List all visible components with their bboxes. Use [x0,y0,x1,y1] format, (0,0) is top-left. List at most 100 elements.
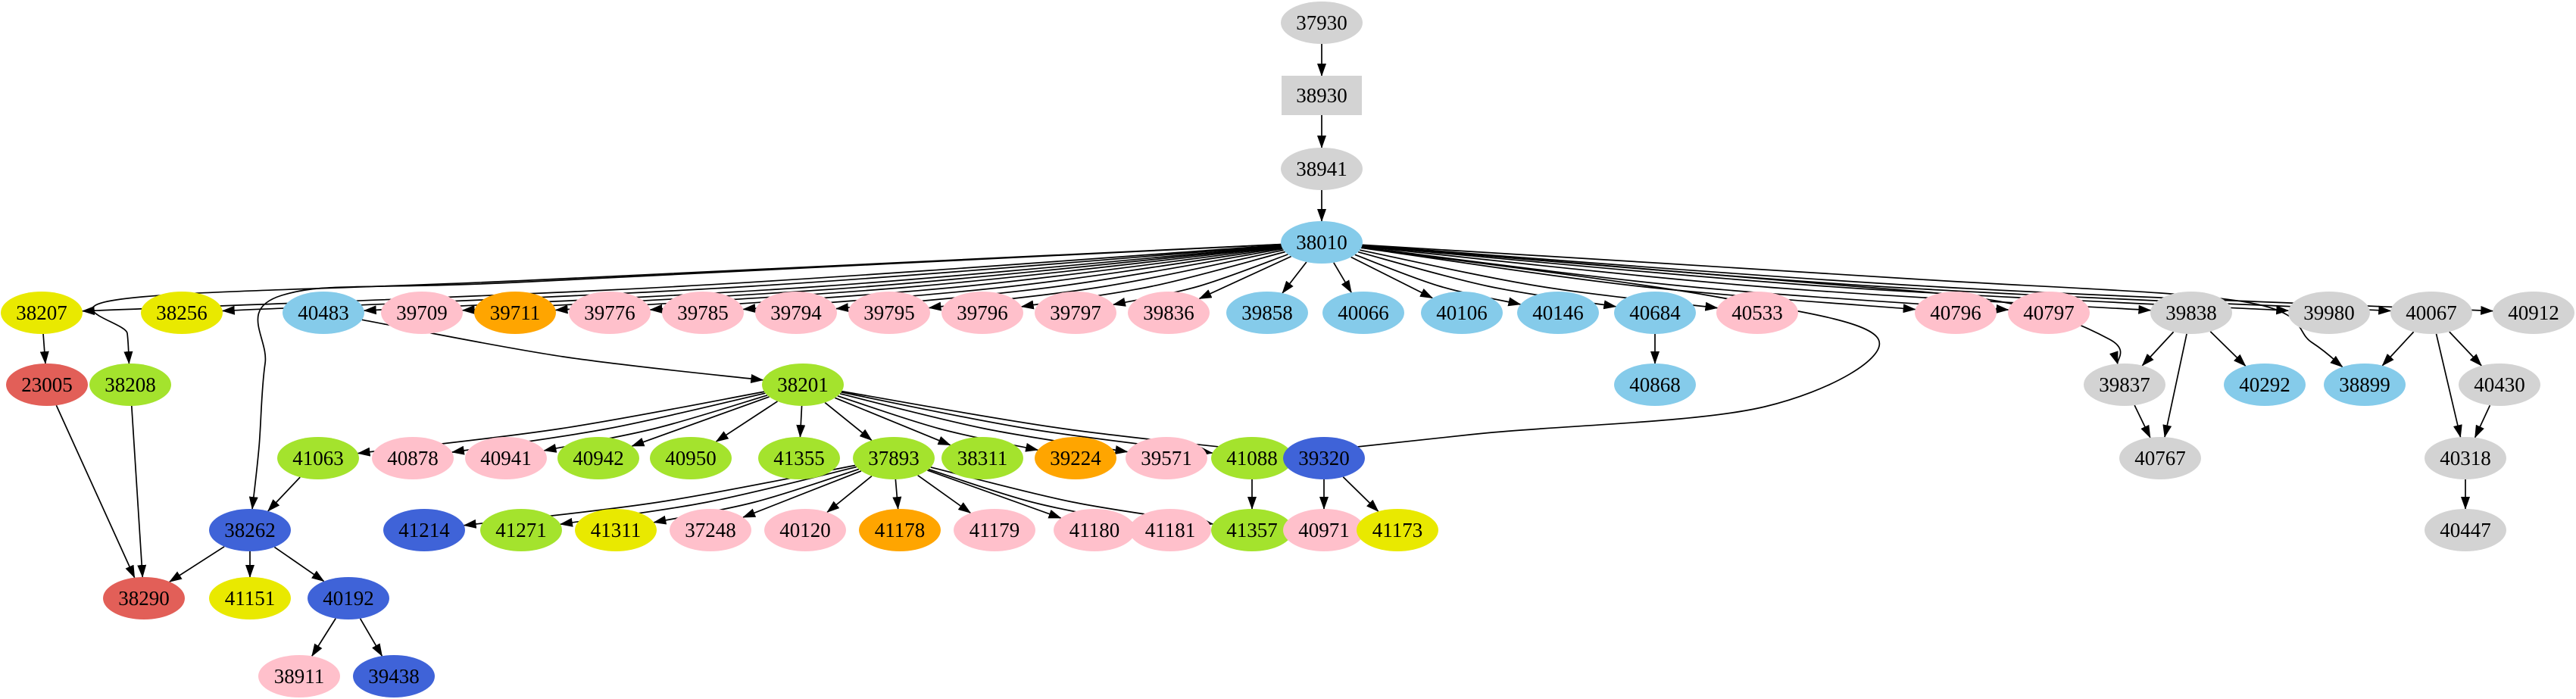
node-label-39320: 39320 [1298,447,1350,470]
node-39224: 39224 [1035,437,1116,479]
edge-38010-38899 [1362,244,2343,368]
edge-38207-23005 [39,333,49,365]
node-shape-39837 [2084,364,2165,406]
edge-38010-39858 [1282,261,1307,294]
node-shape-38911 [258,655,340,697]
node-label-38201: 38201 [777,373,829,396]
node-40942: 40942 [557,437,639,479]
edge-38010-39797 [1112,254,1288,307]
edge-38010-38256 [221,245,1282,315]
node-shape-40878 [372,437,454,479]
node-39838: 39838 [2150,292,2232,334]
node-41214: 41214 [383,509,465,551]
node-label-40868: 40868 [1629,373,1681,396]
node-shape-39797 [1035,292,1116,334]
node-shape-40912 [2493,292,2574,334]
node-shape-23005 [6,364,88,406]
node-40067: 40067 [2390,292,2472,334]
edge-37893-41179 [917,474,972,514]
node-40146: 40146 [1517,292,1599,334]
node-23005: 23005 [6,364,88,406]
node-shape-37248 [670,509,751,551]
node-41181: 41181 [1129,509,1211,551]
node-label-41178: 41178 [875,519,926,541]
node-40868: 40868 [1614,364,1696,406]
node-label-39795: 39795 [863,301,915,324]
node-shape-38010 [1281,221,1363,264]
node-label-40066: 40066 [1338,301,1389,324]
node-39794: 39794 [755,292,837,334]
node-40120: 40120 [764,509,846,551]
node-39795: 39795 [848,292,930,334]
node-40292: 40292 [2224,364,2306,406]
edge-37893-41178 [892,479,902,510]
node-shape-39320 [1283,437,1365,479]
node-label-40878: 40878 [387,447,439,470]
node-label-38911: 38911 [274,665,325,688]
edge-38010-40146 [1354,254,1522,307]
node-shape-40430 [2459,364,2540,406]
node-41357: 41357 [1211,509,1293,551]
node-shape-38256 [141,292,223,334]
node-39320: 39320 [1283,437,1365,479]
node-label-39709: 39709 [396,301,448,324]
node-label-39224: 39224 [1050,447,1101,470]
node-shape-41178 [859,509,941,551]
node-label-39785: 39785 [677,301,729,324]
node-39785: 39785 [662,292,744,334]
node-41088: 41088 [1211,437,1293,479]
node-41179: 41179 [954,509,1035,551]
node-shape-37893 [853,437,935,479]
node-label-38311: 38311 [957,447,1008,470]
edge-40192-39438 [359,618,383,657]
edge-40067-38899 [2381,331,2415,367]
edge-38201-40950 [715,401,778,442]
node-41355: 41355 [758,437,840,479]
node-label-39836: 39836 [1143,301,1194,324]
node-label-39838: 39838 [2165,301,2217,324]
node-38201: 38201 [762,364,844,406]
node-40106: 40106 [1421,292,1503,334]
node-shape-38262 [209,509,291,551]
node-label-39797: 39797 [1050,301,1101,324]
node-39776: 39776 [569,292,651,334]
node-shape-39838 [2150,292,2232,334]
edge-37893-40120 [826,475,873,513]
node-shape-41355 [758,437,840,479]
edge-39320-41173 [1342,476,1379,512]
node-shape-38311 [941,437,1023,479]
edge-40430-40318 [2474,404,2491,438]
node-shape-40971 [1283,509,1365,551]
edge-40067-40318 [2435,333,2462,438]
node-shape-39980 [2288,292,2370,334]
node-39571: 39571 [1126,437,1207,479]
node-shape-40318 [2425,437,2506,479]
node-label-39858: 39858 [1241,301,1293,324]
node-label-40796: 40796 [1930,301,1981,324]
edge-37893-41180 [927,470,1062,519]
node-37893: 37893 [853,437,935,479]
node-shape-39858 [1226,292,1308,334]
node-label-40797: 40797 [2023,301,2075,324]
node-shape-41180 [1054,509,1135,551]
node-shape-41214 [383,509,465,551]
node-label-39980: 39980 [2303,301,2355,324]
node-label-39571: 39571 [1141,447,1192,470]
node-label-40942: 40942 [573,447,624,470]
node-shape-41357 [1211,509,1293,551]
node-shape-40684 [1614,292,1696,334]
node-label-40318: 40318 [2440,447,2491,470]
edge-38010-38207 [81,244,1282,316]
node-shape-37930 [1281,2,1363,44]
node-40318: 40318 [2425,437,2506,479]
node-38208: 38208 [89,364,171,406]
node-38256: 38256 [141,292,223,334]
node-label-38262: 38262 [224,519,276,541]
node-shape-38941 [1281,148,1363,190]
edge-38201-40942 [631,396,770,447]
node-40066: 40066 [1322,292,1404,334]
edge-41063-38262 [267,476,301,512]
node-label-40767: 40767 [2134,447,2186,470]
node-shape-40950 [650,437,732,479]
node-label-41214: 41214 [398,519,450,541]
